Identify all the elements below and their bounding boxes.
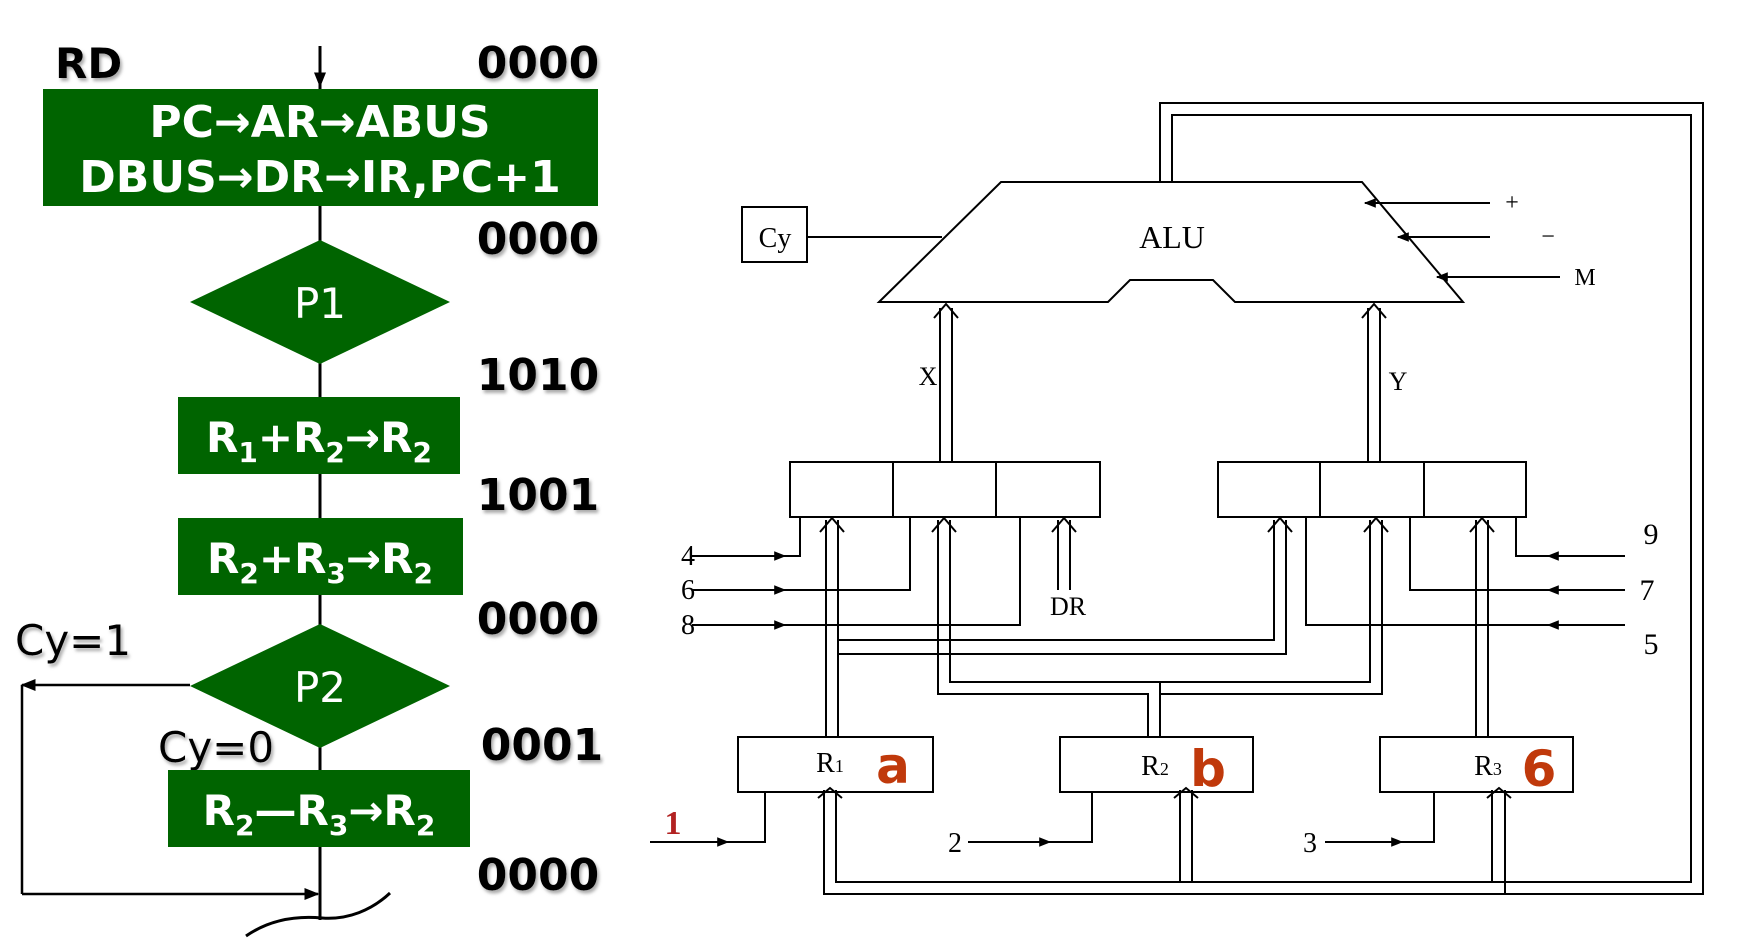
feedback-r1 — [823, 790, 1505, 895]
mux-right-input-label: 7 — [1640, 574, 1655, 607]
bus-x-arrowhead — [933, 302, 959, 319]
mux-right-control-5 — [1305, 517, 1625, 626]
dr-label: DR — [1050, 592, 1087, 621]
feedback-r3-arrowhead — [1486, 786, 1512, 799]
register-r1-label: R1 — [816, 748, 844, 779]
mux-right-input-label: 9 — [1644, 518, 1659, 551]
datapath — [650, 102, 1704, 895]
mux-left — [789, 461, 1101, 518]
feedback-r1-inner — [835, 790, 1505, 883]
feedback-r2-arrowhead — [1173, 786, 1199, 799]
mux-right — [1217, 461, 1527, 518]
r1-to-mux-right — [838, 520, 1275, 641]
op-box-2 — [178, 518, 463, 595]
fetch-box — [43, 89, 598, 206]
r2-to-mux-right — [1160, 520, 1383, 695]
r3-load-label: 3 — [1303, 828, 1317, 859]
register-r1 — [737, 736, 934, 793]
address-label: 0000 — [477, 38, 599, 89]
address-label: 0000 — [477, 214, 599, 265]
alu-label: ALU — [1139, 219, 1205, 255]
bus-y-arrowhead — [1361, 302, 1387, 319]
register-r3-label: R3 — [1474, 751, 1502, 782]
mux-left-input-label: 6 — [681, 575, 695, 606]
r2-to-mux-left — [937, 520, 1149, 737]
cy0-label: Cy=0 — [158, 723, 274, 772]
alu-feedback-outer — [1159, 102, 1704, 895]
mux-right-input-label: 5 — [1644, 628, 1659, 661]
op-box-1-text: R1+R2→R2 — [206, 413, 432, 469]
mux-left-control-8 — [692, 517, 1021, 626]
register-r2-tag: b — [1190, 740, 1226, 798]
register-r3-tag: 6 — [1522, 740, 1557, 798]
mux-right-control-7 — [1409, 517, 1625, 591]
register-r2 — [1059, 736, 1254, 793]
bus-y-label: Y — [1389, 367, 1408, 396]
decision-p2-label: P2 — [294, 663, 346, 712]
fetch-line-2: DBUS→DR→IR,PC+1 — [79, 152, 560, 203]
alu-control-minus: − — [1541, 224, 1555, 250]
mux-left-input-label: 4 — [681, 541, 695, 572]
mux-left-control-4 — [692, 517, 801, 557]
bus-x-label: X — [919, 362, 938, 391]
alu-feedback-inner — [1171, 114, 1692, 883]
datapath-labels: ALU Cy + − M X Y DR 4 6 8 9 7 5 1 2 3 R1… — [665, 190, 1659, 859]
address-label: 0000 — [477, 594, 599, 645]
op-box-1 — [178, 397, 460, 474]
address-label: 1010 — [477, 350, 599, 401]
alu-control-m: M — [1574, 265, 1595, 291]
mux-right-control-9 — [1515, 517, 1625, 557]
register-r1-tag: a — [876, 737, 910, 795]
alu-block — [876, 181, 1466, 303]
op-box-3-text: R2—R3→R2 — [203, 786, 436, 842]
alu-control-plus: + — [1505, 190, 1519, 216]
cy1-label: Cy=1 — [15, 616, 131, 665]
cy-box-label: Cy — [759, 223, 792, 254]
r2-load-wire — [968, 792, 1093, 843]
cy-box — [741, 206, 808, 263]
register-r3 — [1379, 736, 1574, 793]
mux-left-input-label: 8 — [681, 610, 695, 641]
feedback-r1-arrowhead — [817, 786, 843, 799]
flowchart: RD 0000 0000 1010 1001 0000 0001 0000 PC… — [15, 38, 603, 938]
r2-load-label: 2 — [948, 828, 962, 859]
decision-p2 — [190, 624, 450, 748]
r3-load-wire — [1325, 792, 1435, 843]
register-r2-label: R2 — [1141, 751, 1169, 782]
op-box-3 — [168, 770, 470, 847]
r1-load-label: 1 — [665, 805, 682, 842]
address-label: 1001 — [477, 470, 599, 521]
dr-arrowhead — [1051, 516, 1077, 533]
decision-p1-label: P1 — [294, 279, 346, 328]
address-label: 0000 — [477, 850, 599, 901]
decision-p1 — [190, 240, 450, 364]
address-label: 0001 — [481, 720, 603, 771]
op-box-2-text: R2+R3→R2 — [207, 534, 433, 590]
fetch-line-1: PC→AR→ABUS — [149, 97, 490, 148]
rd-label: RD — [55, 39, 122, 88]
continuation-break-mark — [245, 891, 392, 938]
